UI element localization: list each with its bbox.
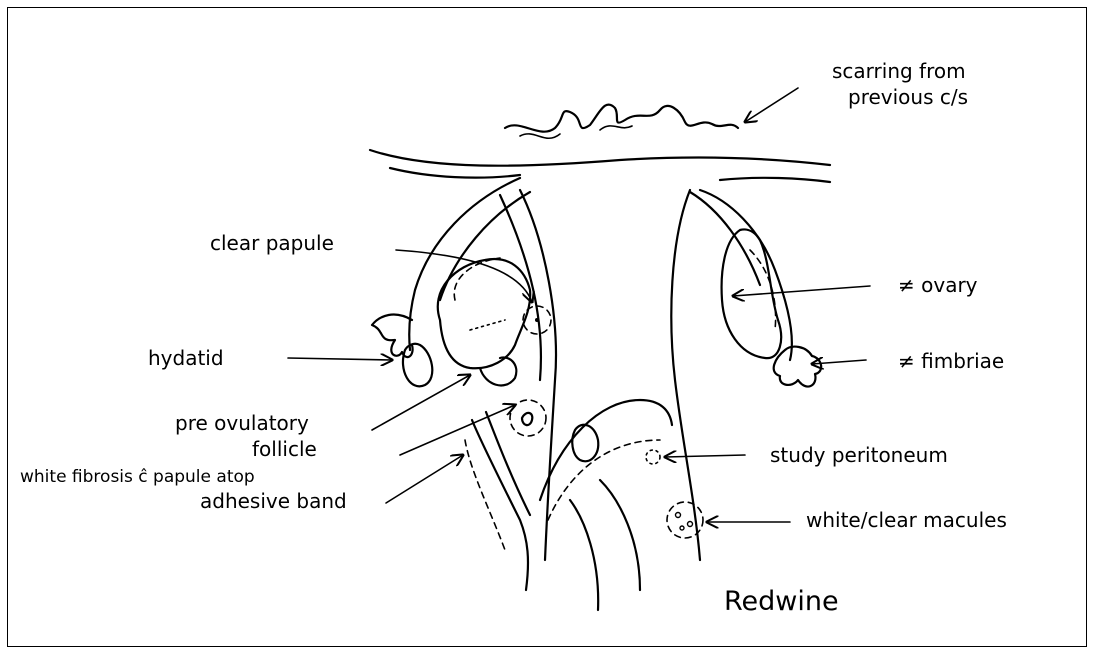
adhesive-band-dash [465,440,505,550]
label-hydatid: hydatid [148,346,224,370]
left-tube-inner [440,192,530,300]
arrow-hydatid [288,358,392,360]
label-fimbriae: ≠ fimbriae [898,349,1004,373]
label-study-peritoneum: study peritoneum [770,443,948,467]
right-tube-inner [690,192,760,285]
follicle-mark [522,413,532,425]
label-white-clear-macules: white/clear macules [806,508,1007,532]
right-fimbriae [774,347,821,387]
arrow-ovary [733,286,870,296]
label-scarring-line2: previous c/s [848,85,968,109]
arrow-adhesive-band [386,455,463,503]
macule-dot-3 [680,526,684,530]
label-ovary: ≠ ovary [898,273,978,297]
right-tube [700,190,792,360]
uterine-fundus-line-lower-right [720,178,830,182]
uterine-fundus-line-lower-left [390,168,520,178]
left-fimbriae [372,315,413,358]
left-ovary-dots [470,320,505,330]
label-scarring-line1: scarring from [832,59,966,83]
label-author: Redwine [724,586,839,617]
label-clear-papule: clear papule [210,231,334,255]
arrow-scarring [745,88,798,122]
clear-papule-dot [535,318,539,322]
posterior-uterus-curve-dash [548,440,660,520]
arrow-fibrosis [400,405,515,455]
macule-dot-1 [676,513,681,518]
scarring-squiggle-2 [520,126,632,138]
rectosigmoid [570,480,640,610]
label-pre-ovulatory-line2: follicle [252,437,317,461]
label-adhesive-band: adhesive band [200,489,347,513]
fibrosis-patch [572,425,598,462]
label-pre-ovulatory-line1: pre ovulatory [175,411,309,435]
arrow-clear-papule [396,250,532,302]
arrow-peritoneum [665,455,745,457]
right-uterine-wall [671,190,700,560]
hydatid [403,344,432,387]
arrow-follicle [372,375,470,430]
uterine-fundus-line [370,150,830,166]
label-white-fibrosis: white fibrosis ĉ papule atop [20,467,255,487]
study-peritoneum-dots [646,450,660,464]
macule-dot-2 [688,522,693,527]
left-ovary [438,259,530,368]
macules-circle [667,502,703,538]
left-ovary-dash [454,258,500,300]
